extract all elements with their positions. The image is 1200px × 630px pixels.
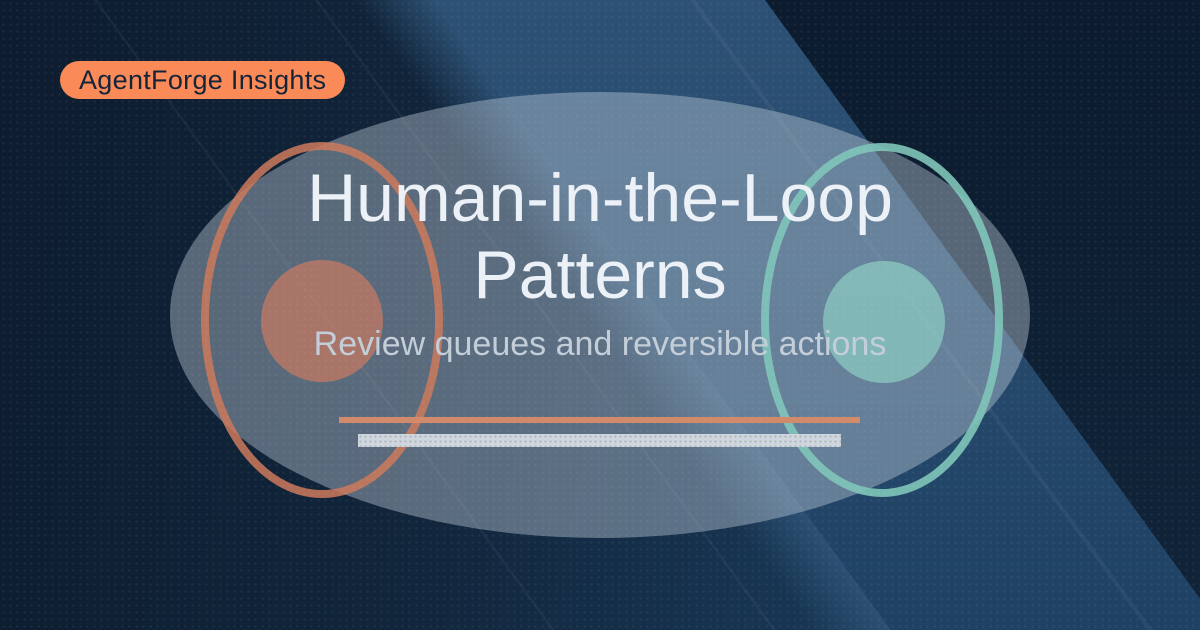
- brand-badge-label: AgentForge Insights: [79, 65, 327, 95]
- page-subtitle: Review queues and reversible actions: [313, 325, 887, 363]
- left-ring: [201, 142, 443, 498]
- accent-underline-bar: [339, 417, 860, 423]
- right-circle: [823, 261, 945, 383]
- page-title: Human-in-the-Loop Patterns: [307, 160, 893, 313]
- right-ring: [761, 143, 1003, 497]
- gray-underline-bar: [358, 434, 841, 447]
- center-ellipse: [170, 92, 1030, 538]
- brand-badge: AgentForge Insights: [60, 61, 346, 99]
- left-circle: [261, 260, 383, 382]
